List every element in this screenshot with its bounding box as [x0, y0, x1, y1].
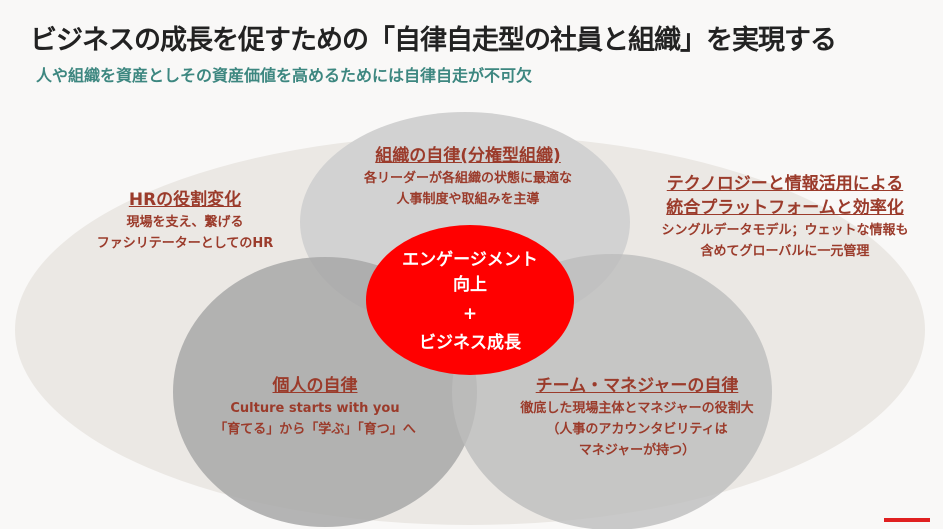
core-circle: [366, 225, 574, 375]
individual-block: 個人の自律 Culture starts with you 「育てる」から「学ぶ…: [214, 374, 416, 440]
team-line: （人事のアカウンタビリティは: [546, 422, 728, 437]
core-text: エンゲージメント 向上 + ビジネス成長: [402, 248, 538, 356]
page-title: ビジネスの成長を促すための「自律自走型の社員と組織」を実現する: [30, 25, 837, 56]
core-line: 向上: [452, 275, 487, 295]
core-line: エンゲージメント: [402, 250, 538, 270]
org-line: 人事制度や取組みを主導: [396, 192, 540, 207]
individual-line: Culture starts with you: [230, 401, 400, 416]
tech-heading: テクノロジーと情報活用による: [666, 174, 904, 194]
hr-block: HRの役割変化 現場を支え、繋げる ファシリテーターとしてのHR: [97, 188, 274, 254]
team-block: チーム・マネジャーの自律 徹底した現場主体とマネジャーの役割大 （人事のアカウン…: [520, 374, 753, 461]
individual-heading: 個人の自律: [272, 376, 358, 396]
org-line: 各リーダーが各組織の状態に最適な: [363, 171, 573, 186]
page-subtitle: 人や組織を資産としその資産価値を高めるためには自律自走が不可欠: [36, 66, 533, 85]
team-line: マネジャーが持つ）: [578, 443, 696, 458]
team-heading: チーム・マネジャーの自律: [535, 376, 739, 396]
org-heading: 組織の自律(分権型組織): [375, 146, 561, 166]
core-line: ビジネス成長: [418, 333, 521, 353]
accent-bar: [884, 518, 930, 522]
hr-line: 現場を支え、繋げる: [126, 215, 244, 230]
plus-sign: +: [462, 304, 478, 324]
tech-line: 含めてグローバルに一元管理: [700, 244, 870, 259]
tech-heading: 統合プラットフォームと効率化: [666, 198, 904, 218]
hr-line: ファシリテーターとしてのHR: [96, 236, 274, 251]
org-block: 組織の自律(分権型組織) 各リーダーが各組織の状態に最適な 人事制度や取組みを主…: [364, 144, 572, 210]
individual-line: 「育てる」から「学ぶ」「育つ」へ: [214, 422, 416, 437]
hr-heading: HRの役割変化: [128, 190, 242, 210]
team-line: 徹底した現場主体とマネジャーの役割大: [520, 401, 754, 416]
tech-line: シングルデータモデル；ウェットな情報も: [661, 223, 909, 238]
tech-block: テクノロジーと情報活用による 統合プラットフォームと効率化 シングルデータモデル…: [661, 172, 908, 262]
